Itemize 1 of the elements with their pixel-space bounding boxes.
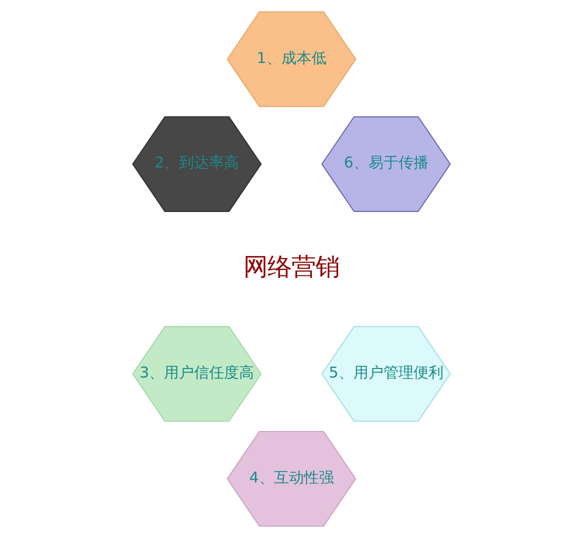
label: 网络营销 — [244, 254, 340, 281]
